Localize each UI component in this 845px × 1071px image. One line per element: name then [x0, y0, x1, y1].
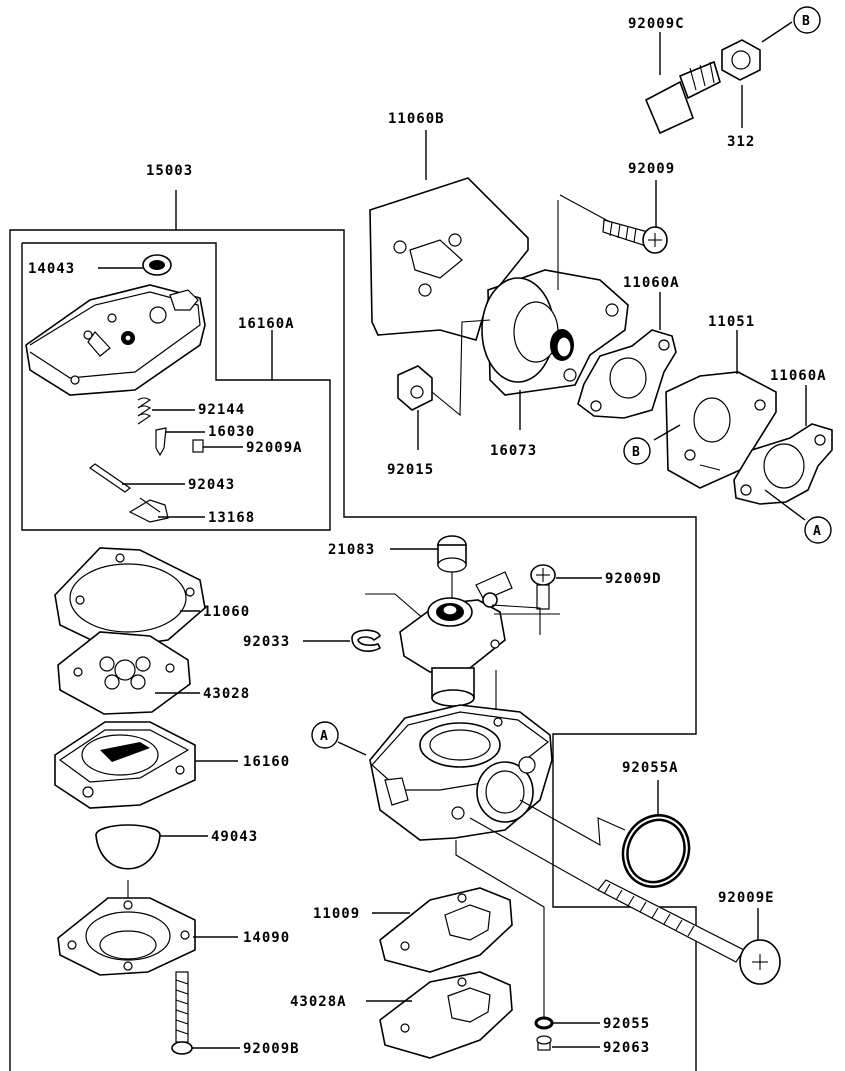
ref-a-left: A	[311, 721, 339, 749]
part-11060a-gasket-1	[577, 292, 677, 419]
part-16160-pump-cover	[54, 721, 238, 809]
label-92055: 92055	[603, 1016, 650, 1032]
part-21083-screw	[390, 535, 467, 600]
svg-text:B: B	[632, 445, 641, 460]
leader-lines	[653, 424, 681, 441]
label-43028: 43028	[203, 686, 250, 702]
part-13168-lever	[128, 497, 205, 523]
part-312-nut	[721, 21, 793, 128]
label-92009d: 92009D	[605, 571, 662, 587]
label-92009c: 92009C	[628, 16, 685, 32]
part-16030-needle	[155, 427, 205, 457]
ref-a-right: A	[804, 516, 832, 544]
svg-text:A: A	[813, 524, 822, 539]
label-14043: 14043	[28, 261, 75, 277]
part-92009d-screw	[530, 564, 602, 610]
label-16030: 16030	[208, 424, 255, 440]
ref-b-mid: B	[623, 437, 651, 465]
part-92009b-screw	[171, 971, 240, 1055]
ref-b-top: B	[793, 6, 821, 34]
label-11060a-1: 11060A	[623, 275, 680, 291]
label-49043: 49043	[211, 829, 258, 845]
label-92009e: 92009E	[718, 890, 775, 906]
label-15003: 15003	[146, 163, 193, 179]
label-11060a-2: 11060A	[770, 368, 827, 384]
part-11009-gasket	[372, 887, 513, 973]
label-92033: 92033	[243, 634, 290, 650]
part-92055-small-o-ring	[534, 1016, 600, 1030]
part-92009e-long-bolt	[469, 817, 781, 985]
part-14043-cap	[98, 254, 172, 276]
part-11051-plate	[665, 330, 777, 489]
part-11060a-gasket-2	[733, 385, 833, 521]
label-11051: 11051	[708, 314, 755, 330]
label-92009: 92009	[628, 161, 675, 177]
label-92063: 92063	[603, 1040, 650, 1056]
part-92033-e-clip	[303, 593, 426, 652]
subassembly-frame-16160A	[21, 242, 331, 531]
reference-markers: B B A A	[311, 6, 832, 749]
part-92063-plug	[536, 1035, 600, 1051]
part-11060b-gasket	[369, 130, 529, 341]
part-43028a-diaphragm	[366, 971, 513, 1059]
label-92009b: 92009B	[243, 1041, 300, 1057]
label-11060: 11060	[203, 604, 250, 620]
label-21083: 21083	[328, 542, 375, 558]
label-11060b: 11060B	[388, 111, 445, 127]
label-43028a: 43028A	[290, 994, 347, 1010]
assembly-frame-15003	[9, 190, 697, 1071]
part-43028-diaphragm	[57, 631, 200, 715]
part-throttle-valve-body	[399, 571, 560, 740]
part-16073-insulator	[481, 200, 629, 430]
label-92009a: 92009A	[246, 440, 303, 456]
label-14090: 14090	[243, 930, 290, 946]
part-14090-base-plate	[57, 897, 238, 976]
part-labels: 92009C 312 11060B 15003 92009 14043 1616…	[28, 16, 827, 1057]
part-carburetor-main-body	[337, 704, 553, 1018]
label-16160: 16160	[243, 754, 290, 770]
label-11009: 11009	[313, 906, 360, 922]
part-92009a-screw	[192, 439, 243, 453]
part-92043-pin	[88, 463, 185, 493]
label-13168: 13168	[208, 510, 255, 526]
label-92144: 92144	[198, 402, 245, 418]
label-92015: 92015	[387, 462, 434, 478]
part-92144-spring	[137, 397, 195, 425]
part-92015-nut	[397, 319, 491, 450]
part-92009-bolt	[559, 180, 668, 254]
label-16073: 16073	[490, 443, 537, 459]
part-11060-gasket	[54, 547, 206, 649]
part-92055a-o-ring	[519, 780, 691, 888]
label-16160a: 16160A	[238, 316, 295, 332]
part-92009c-stud	[644, 32, 721, 135]
part-carburetor-cover	[25, 284, 206, 396]
svg-text:A: A	[320, 729, 329, 744]
label-312: 312	[727, 134, 755, 150]
svg-text:B: B	[802, 14, 811, 29]
label-92055a: 92055A	[622, 760, 679, 776]
label-92043: 92043	[188, 477, 235, 493]
